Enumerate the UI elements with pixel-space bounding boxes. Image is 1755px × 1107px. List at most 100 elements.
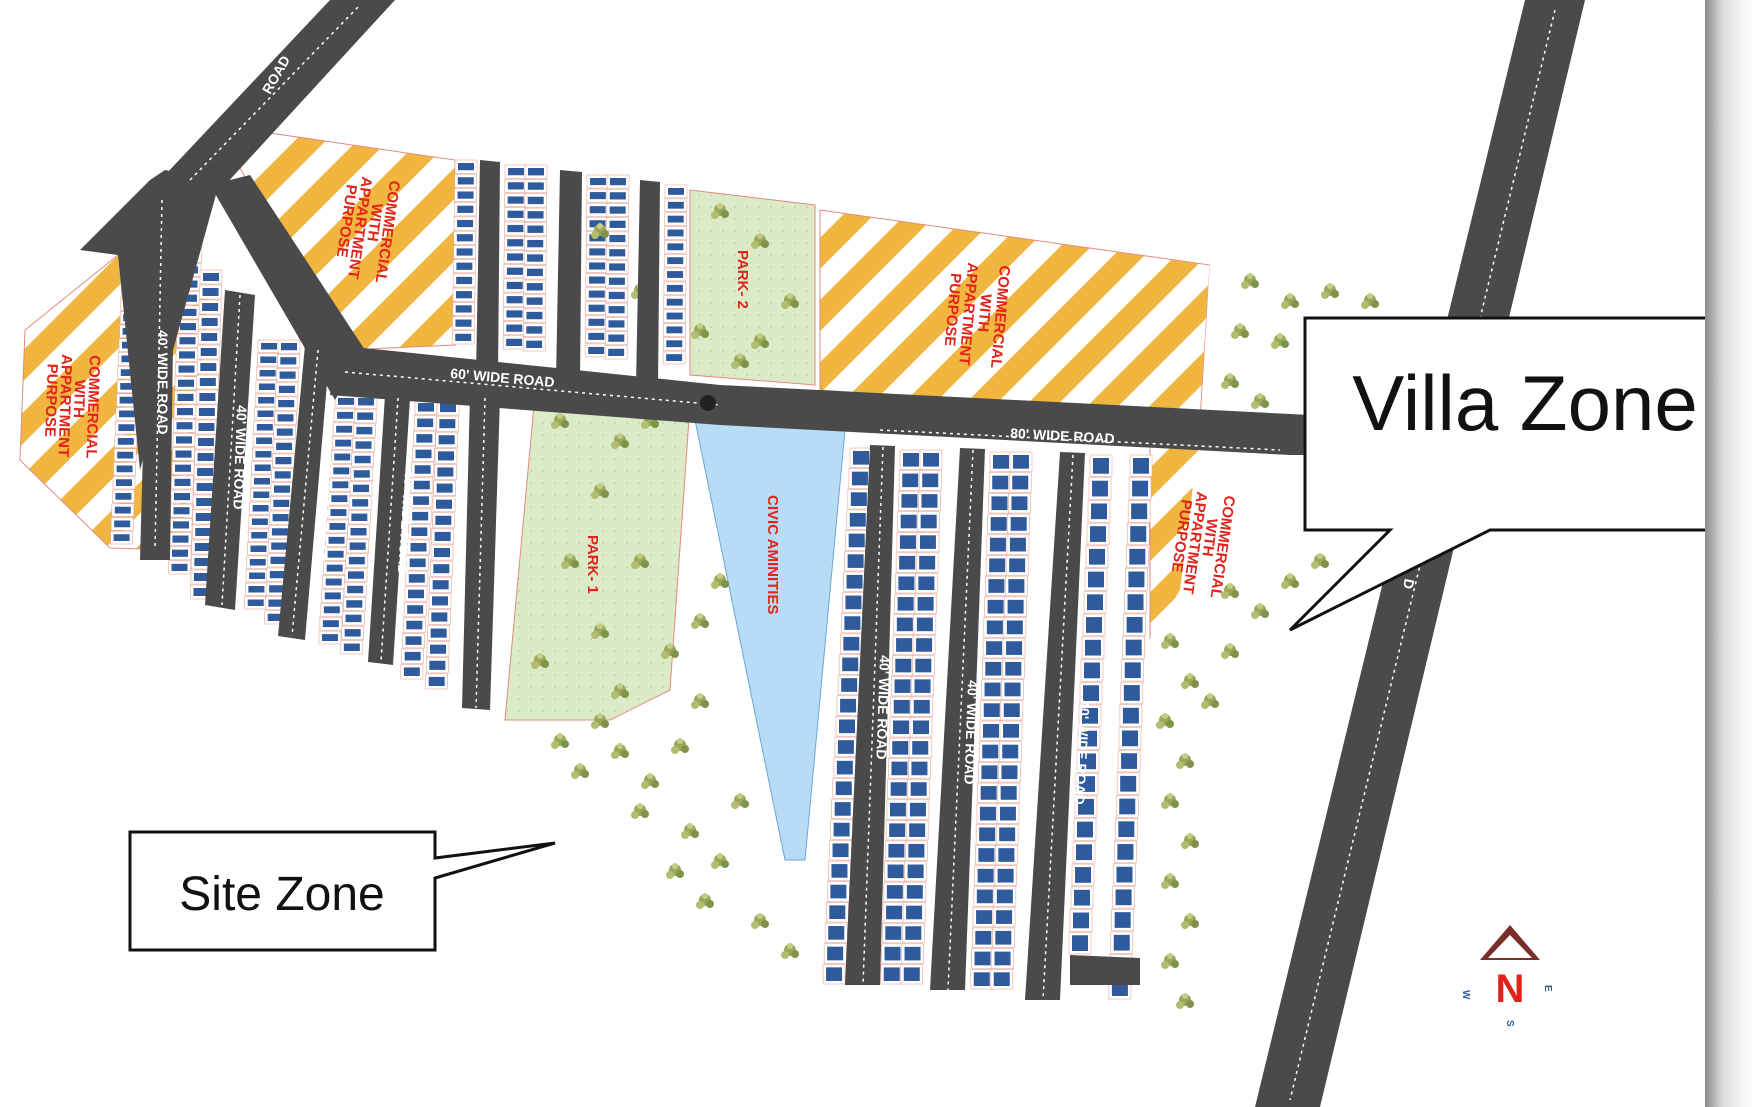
plot-building: [666, 354, 683, 361]
plot-building: [609, 263, 626, 271]
plot-building: [905, 926, 922, 940]
plot-building: [608, 320, 625, 328]
road-label-40-wide-f: 40' WIDE ROAD: [961, 680, 981, 785]
svg-text:WITH: WITH: [1198, 517, 1220, 557]
plot-building: [1001, 765, 1018, 780]
plot-building: [903, 453, 919, 467]
plot-building: [273, 499, 290, 507]
plot-building: [409, 558, 426, 568]
plot-building: [1123, 685, 1140, 701]
plot-building: [886, 885, 903, 899]
plot-building: [410, 543, 427, 552]
plot-building: [255, 451, 272, 458]
plot-building: [667, 271, 684, 278]
plot-building: [118, 424, 135, 431]
plot-building: [506, 296, 523, 304]
plot-building: [249, 559, 266, 566]
plot-building: [976, 910, 993, 924]
plot-building: [979, 827, 996, 842]
plot-building: [333, 467, 350, 475]
plot-building: [249, 572, 266, 579]
plot-building: [1003, 724, 1019, 738]
plot-building: [357, 412, 374, 420]
plot-building: [271, 528, 288, 536]
plot-building: [434, 548, 450, 558]
plot-building: [456, 248, 473, 256]
plot-building: [455, 319, 472, 327]
plot-building: [506, 310, 523, 318]
plot-building: [1092, 480, 1108, 497]
plot-building: [200, 348, 217, 356]
plot-building: [1079, 776, 1095, 792]
plot-building: [896, 617, 913, 632]
tree: [681, 823, 699, 839]
plot-building: [199, 378, 216, 386]
plot-building: [913, 720, 929, 735]
plot-building: [1088, 571, 1104, 588]
plot-building: [995, 930, 1012, 945]
plot-building: [667, 229, 684, 237]
plot-building: [250, 545, 267, 552]
plot-building: [202, 288, 219, 296]
plot-building: [528, 168, 544, 176]
plot-building: [413, 496, 429, 505]
plot-building: [609, 234, 626, 243]
plot-building: [177, 408, 193, 416]
plot-building: [898, 576, 915, 591]
plot-building: [457, 177, 474, 185]
plot-building: [175, 464, 191, 472]
tree: [1181, 673, 1199, 689]
plot-building: [832, 843, 849, 858]
plot-building: [1075, 867, 1091, 883]
svg-text:COMMERCIAL: COMMERCIAL: [82, 355, 103, 459]
page-edge-shadow: [1705, 0, 1755, 1107]
plot-building: [436, 483, 453, 493]
plot-building: [195, 528, 212, 536]
plot-building: [276, 428, 293, 436]
plot-building: [980, 786, 997, 800]
plot-building: [259, 370, 276, 377]
plot-building: [830, 884, 847, 899]
plot-building: [883, 967, 900, 981]
plot-building: [433, 564, 450, 574]
plot-building: [1076, 844, 1092, 861]
plot-building: [257, 410, 274, 417]
plot-building: [667, 257, 684, 265]
plot-building: [321, 634, 338, 641]
plot-building: [336, 425, 353, 433]
tree: [696, 893, 714, 909]
plot-building: [1115, 889, 1132, 906]
plot-building: [198, 423, 215, 431]
plot-building: [1131, 503, 1148, 520]
plot-building: [440, 403, 456, 413]
plot-building: [457, 219, 474, 228]
plot-building: [842, 657, 859, 672]
plot-building: [268, 599, 285, 607]
tree: [731, 793, 749, 809]
plot-building: [201, 333, 218, 341]
plot-building: [120, 369, 137, 376]
plot-building: [906, 905, 923, 920]
north-compass: N W E S: [1460, 925, 1553, 1027]
plot-building: [996, 910, 1013, 924]
plot-building: [894, 679, 911, 693]
plot-building: [455, 305, 472, 313]
plot-building: [180, 323, 196, 331]
plot-building: [176, 422, 193, 430]
plot-building: [113, 534, 130, 541]
road-label-40-wide-a: 40' WIDE ROAD: [155, 330, 171, 434]
plot-building: [667, 201, 684, 209]
plot-building: [1124, 662, 1141, 679]
plot-building: [114, 520, 131, 528]
plot-building: [851, 471, 868, 486]
plot-building: [179, 337, 196, 345]
tree: [1176, 753, 1194, 769]
plot-building: [458, 163, 474, 171]
plot-building: [609, 206, 626, 214]
plot-building: [885, 926, 902, 940]
plot-building: [330, 509, 347, 516]
road-label-40-wide-e: 40' WIDE ROAD: [873, 655, 893, 760]
plot-building: [432, 580, 449, 590]
plot-building: [900, 514, 917, 529]
tree: [571, 763, 589, 779]
